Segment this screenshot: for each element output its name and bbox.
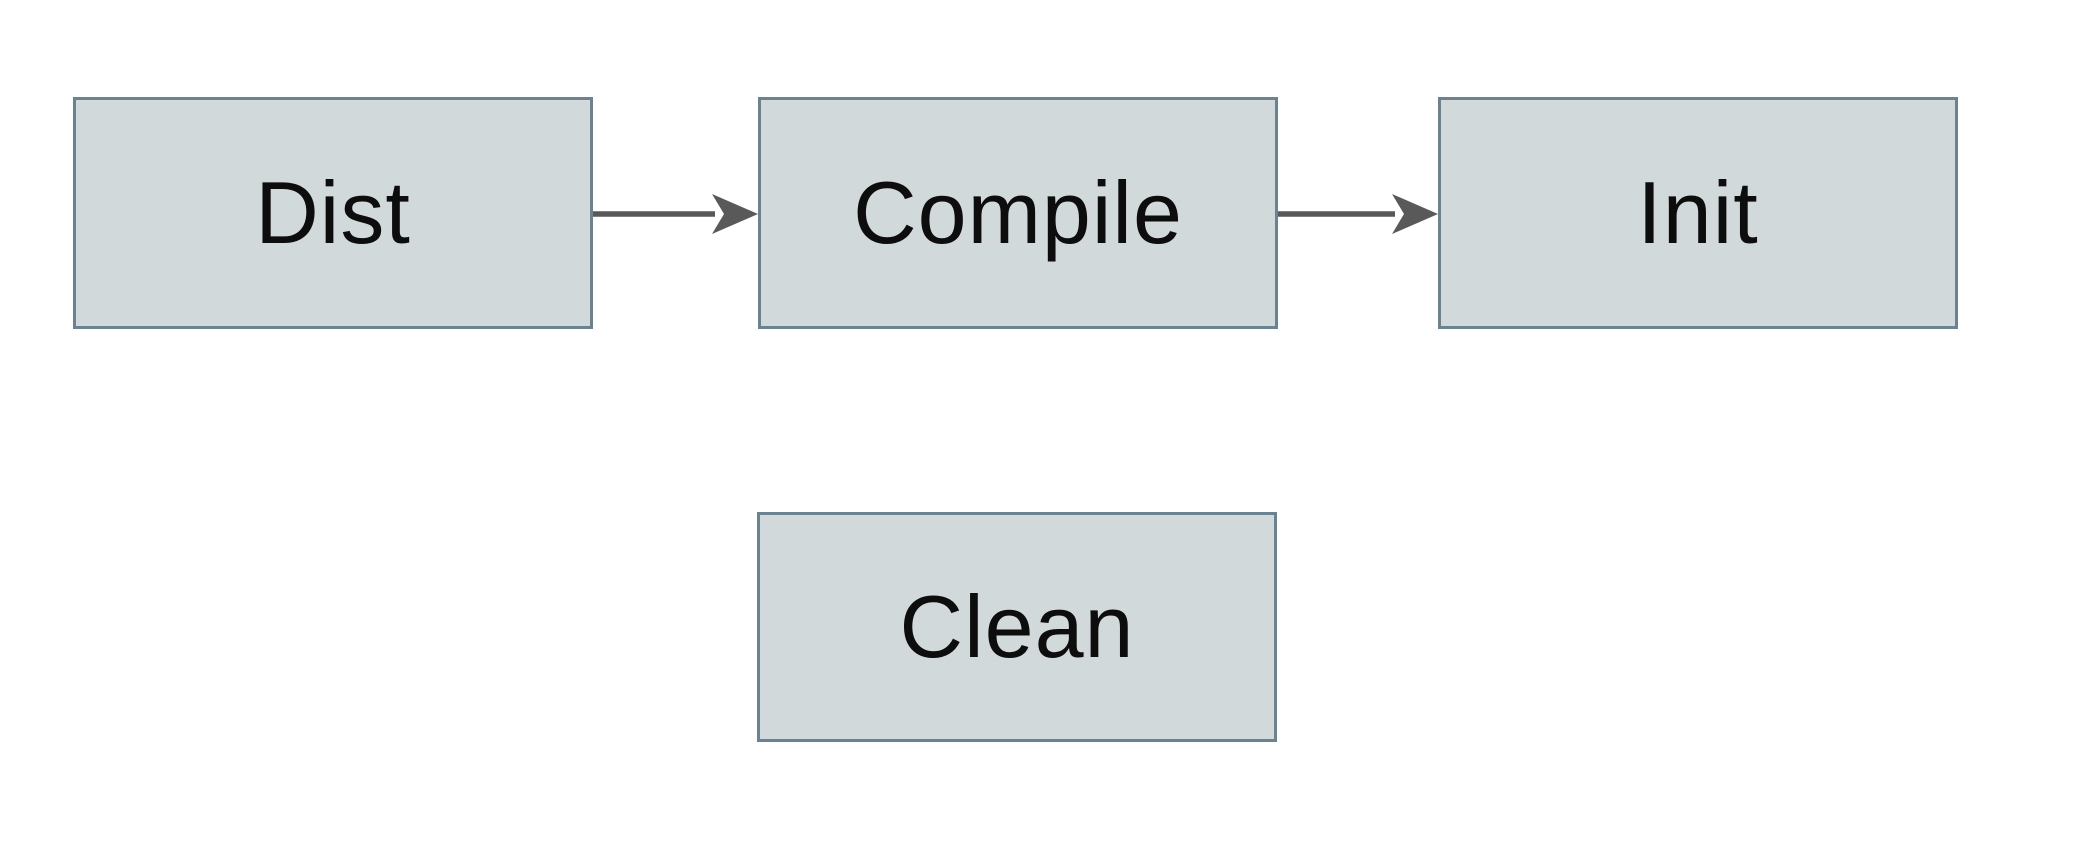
node-dist: Dist [73, 97, 593, 329]
arrow-dist-to-compile [593, 194, 758, 234]
node-clean: Clean [757, 512, 1277, 742]
node-init: Init [1438, 97, 1958, 329]
arrow-head-icon [712, 194, 758, 234]
node-compile-label: Compile [853, 163, 1183, 262]
node-clean-label: Clean [899, 577, 1135, 676]
arrow-compile-to-init [1278, 194, 1438, 234]
arrow-head-icon [1392, 194, 1438, 234]
node-init-label: Init [1637, 163, 1759, 262]
node-compile: Compile [758, 97, 1278, 329]
node-dist-label: Dist [255, 163, 411, 262]
